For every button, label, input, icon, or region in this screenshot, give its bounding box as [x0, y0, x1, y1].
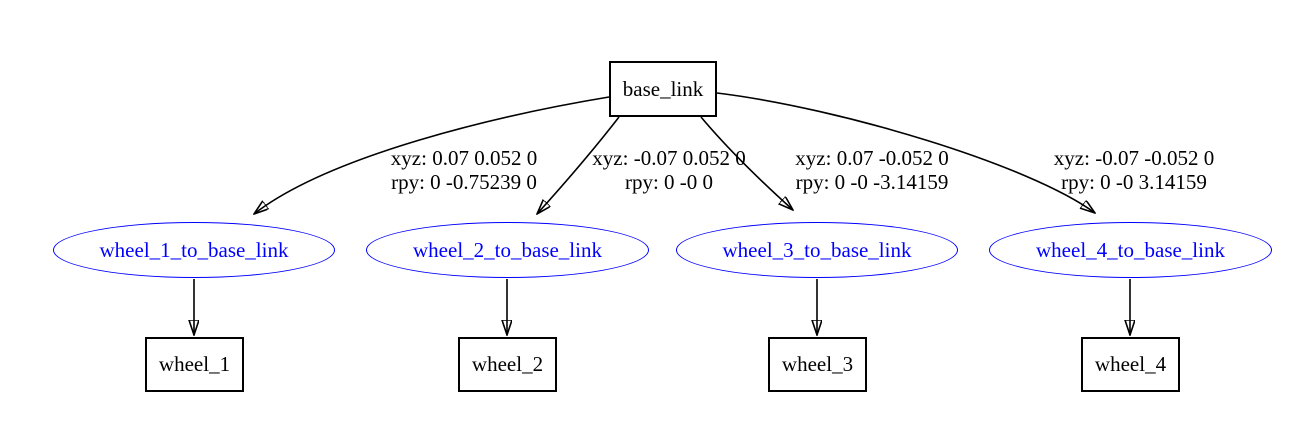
- joint-xyz-label: xyz: -0.07 -0.052 0: [1053, 146, 1215, 170]
- edge-base-link-to-wheel-1-joint: [254, 96, 610, 214]
- node-wheel-2-label: wheel_2: [471, 352, 544, 376]
- joint-node-label: wheel_3_to_base_link: [722, 237, 912, 262]
- joint-origin-label-wheel-4: xyz: -0.07 -0.052 0 rpy: 0 -0 3.14159: [1054, 146, 1214, 194]
- joint-xyz-label: xyz: 0.07 -0.052 0: [795, 146, 949, 170]
- node-base-link: base_link: [609, 61, 717, 117]
- node-wheel-3-label: wheel_3: [781, 352, 854, 376]
- joint-rpy-label: rpy: 0 -0 0: [624, 170, 714, 194]
- joint-xyz-label: xyz: -0.07 0.052 0: [592, 146, 746, 170]
- joint-node-wheel-4-to-base-link: wheel_4_to_base_link: [989, 222, 1272, 278]
- joint-node-label: wheel_2_to_base_link: [413, 237, 602, 262]
- node-wheel-1-label: wheel_1: [158, 352, 231, 376]
- node-wheel-4-label: wheel_4: [1094, 352, 1167, 376]
- joint-rpy-label: rpy: 0 -0 -3.14159: [795, 170, 949, 194]
- joint-rpy-label: rpy: 0 -0 3.14159: [1061, 170, 1207, 194]
- joint-origin-label-wheel-2: xyz: -0.07 0.052 0 rpy: 0 -0 0: [592, 146, 745, 194]
- node-wheel-1: wheel_1: [145, 337, 244, 392]
- joint-node-label: wheel_4_to_base_link: [1036, 237, 1225, 262]
- node-base-link-label: base_link: [622, 76, 704, 101]
- edge-base-link-to-wheel-4-joint: [716, 92, 1095, 213]
- joint-origin-label-wheel-1: xyz: 0.07 0.052 0 rpy: 0 -0.75239 0: [391, 146, 537, 194]
- node-wheel-2: wheel_2: [458, 337, 557, 392]
- joint-node-wheel-1-to-base-link: wheel_1_to_base_link: [53, 222, 335, 278]
- joint-node-label: wheel_1_to_base_link: [99, 237, 289, 262]
- node-wheel-4: wheel_4: [1081, 337, 1180, 392]
- node-wheel-3: wheel_3: [768, 337, 867, 392]
- joint-rpy-label: rpy: 0 -0.75239 0: [391, 170, 537, 194]
- joint-node-wheel-2-to-base-link: wheel_2_to_base_link: [366, 222, 649, 278]
- joint-xyz-label: xyz: 0.07 0.052 0: [390, 146, 538, 170]
- edge-base-link-to-wheel-2-joint: [537, 116, 620, 214]
- joint-origin-label-wheel-3: xyz: 0.07 -0.052 0 rpy: 0 -0 -3.14159: [795, 146, 948, 194]
- joint-node-wheel-3-to-base-link: wheel_3_to_base_link: [676, 222, 958, 278]
- edge-base-link-to-wheel-3-joint: [700, 116, 793, 210]
